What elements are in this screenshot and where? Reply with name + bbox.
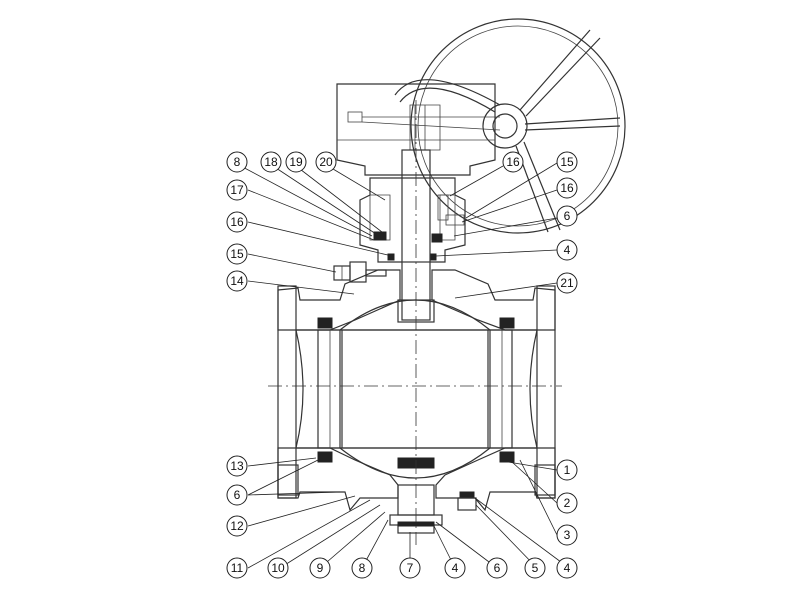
callout-11: 11 — [226, 557, 248, 579]
svg-text:8: 8 — [234, 155, 241, 169]
gearbox — [336, 83, 501, 176]
svg-text:16: 16 — [230, 215, 244, 229]
callout-16-left: 16 — [226, 211, 248, 233]
callout-15-right: 15 — [556, 151, 578, 173]
callout-4-bottom: 4 — [444, 557, 466, 579]
svg-text:4: 4 — [564, 243, 571, 257]
callout-9: 9 — [309, 557, 331, 579]
svg-text:13: 13 — [230, 459, 244, 473]
svg-text:12: 12 — [230, 519, 244, 533]
leader-lines — [236, 162, 570, 569]
svg-text:14: 14 — [230, 274, 244, 288]
svg-text:1: 1 — [564, 463, 571, 477]
callout-1: 1 — [556, 459, 578, 481]
svg-text:15: 15 — [560, 155, 574, 169]
callout-16-right: 16 — [556, 177, 578, 199]
svg-text:7: 7 — [407, 561, 414, 575]
callout-18: 18 — [260, 151, 282, 173]
callout-19: 19 — [285, 151, 307, 173]
callout-8-top: 8 — [226, 151, 248, 173]
svg-text:4: 4 — [452, 561, 459, 575]
callout-3: 3 — [556, 524, 578, 546]
svg-text:2: 2 — [564, 496, 571, 510]
svg-text:16: 16 — [506, 155, 520, 169]
svg-text:6: 6 — [494, 561, 501, 575]
svg-text:20: 20 — [319, 155, 333, 169]
bonnet — [359, 177, 466, 263]
svg-text:16: 16 — [560, 181, 574, 195]
callout-10: 10 — [267, 557, 289, 579]
svg-text:18: 18 — [264, 155, 278, 169]
svg-text:9: 9 — [317, 561, 324, 575]
svg-text:15: 15 — [230, 247, 244, 261]
svg-text:6: 6 — [234, 488, 241, 502]
callout-6-bottom: 6 — [486, 557, 508, 579]
callout-4-bottom-right: 4 — [556, 557, 578, 579]
callout-6-right: 6 — [556, 205, 578, 227]
callout-13: 13 — [226, 455, 248, 477]
callout-12: 12 — [226, 515, 248, 537]
bolt-left — [333, 261, 387, 283]
svg-text:4: 4 — [564, 561, 571, 575]
callout-15-left: 15 — [226, 243, 248, 265]
callout-21: 21 — [556, 272, 578, 294]
svg-text:17: 17 — [230, 183, 244, 197]
svg-text:21: 21 — [560, 276, 574, 290]
valve-body — [277, 269, 556, 534]
callout-7: 7 — [399, 557, 421, 579]
callout-2: 2 — [556, 492, 578, 514]
callout-17: 17 — [226, 179, 248, 201]
svg-text:19: 19 — [289, 155, 303, 169]
svg-text:8: 8 — [359, 561, 366, 575]
callout-6-left: 6 — [226, 484, 248, 506]
svg-text:6: 6 — [564, 209, 571, 223]
callout-20: 20 — [315, 151, 337, 173]
callout-14: 14 — [226, 270, 248, 292]
svg-text:10: 10 — [271, 561, 285, 575]
svg-text:5: 5 — [532, 561, 539, 575]
svg-text:3: 3 — [564, 528, 571, 542]
svg-text:11: 11 — [231, 561, 244, 575]
callout-4-right: 4 — [556, 239, 578, 261]
handwheel — [394, 18, 626, 234]
callout-5: 5 — [524, 557, 546, 579]
callout-bubbles: 8 18 19 20 17 16 15 14 16 15 16 6 4 21 1… — [226, 151, 578, 579]
callout-16-top: 16 — [502, 151, 524, 173]
callout-8-bottom: 8 — [351, 557, 373, 579]
